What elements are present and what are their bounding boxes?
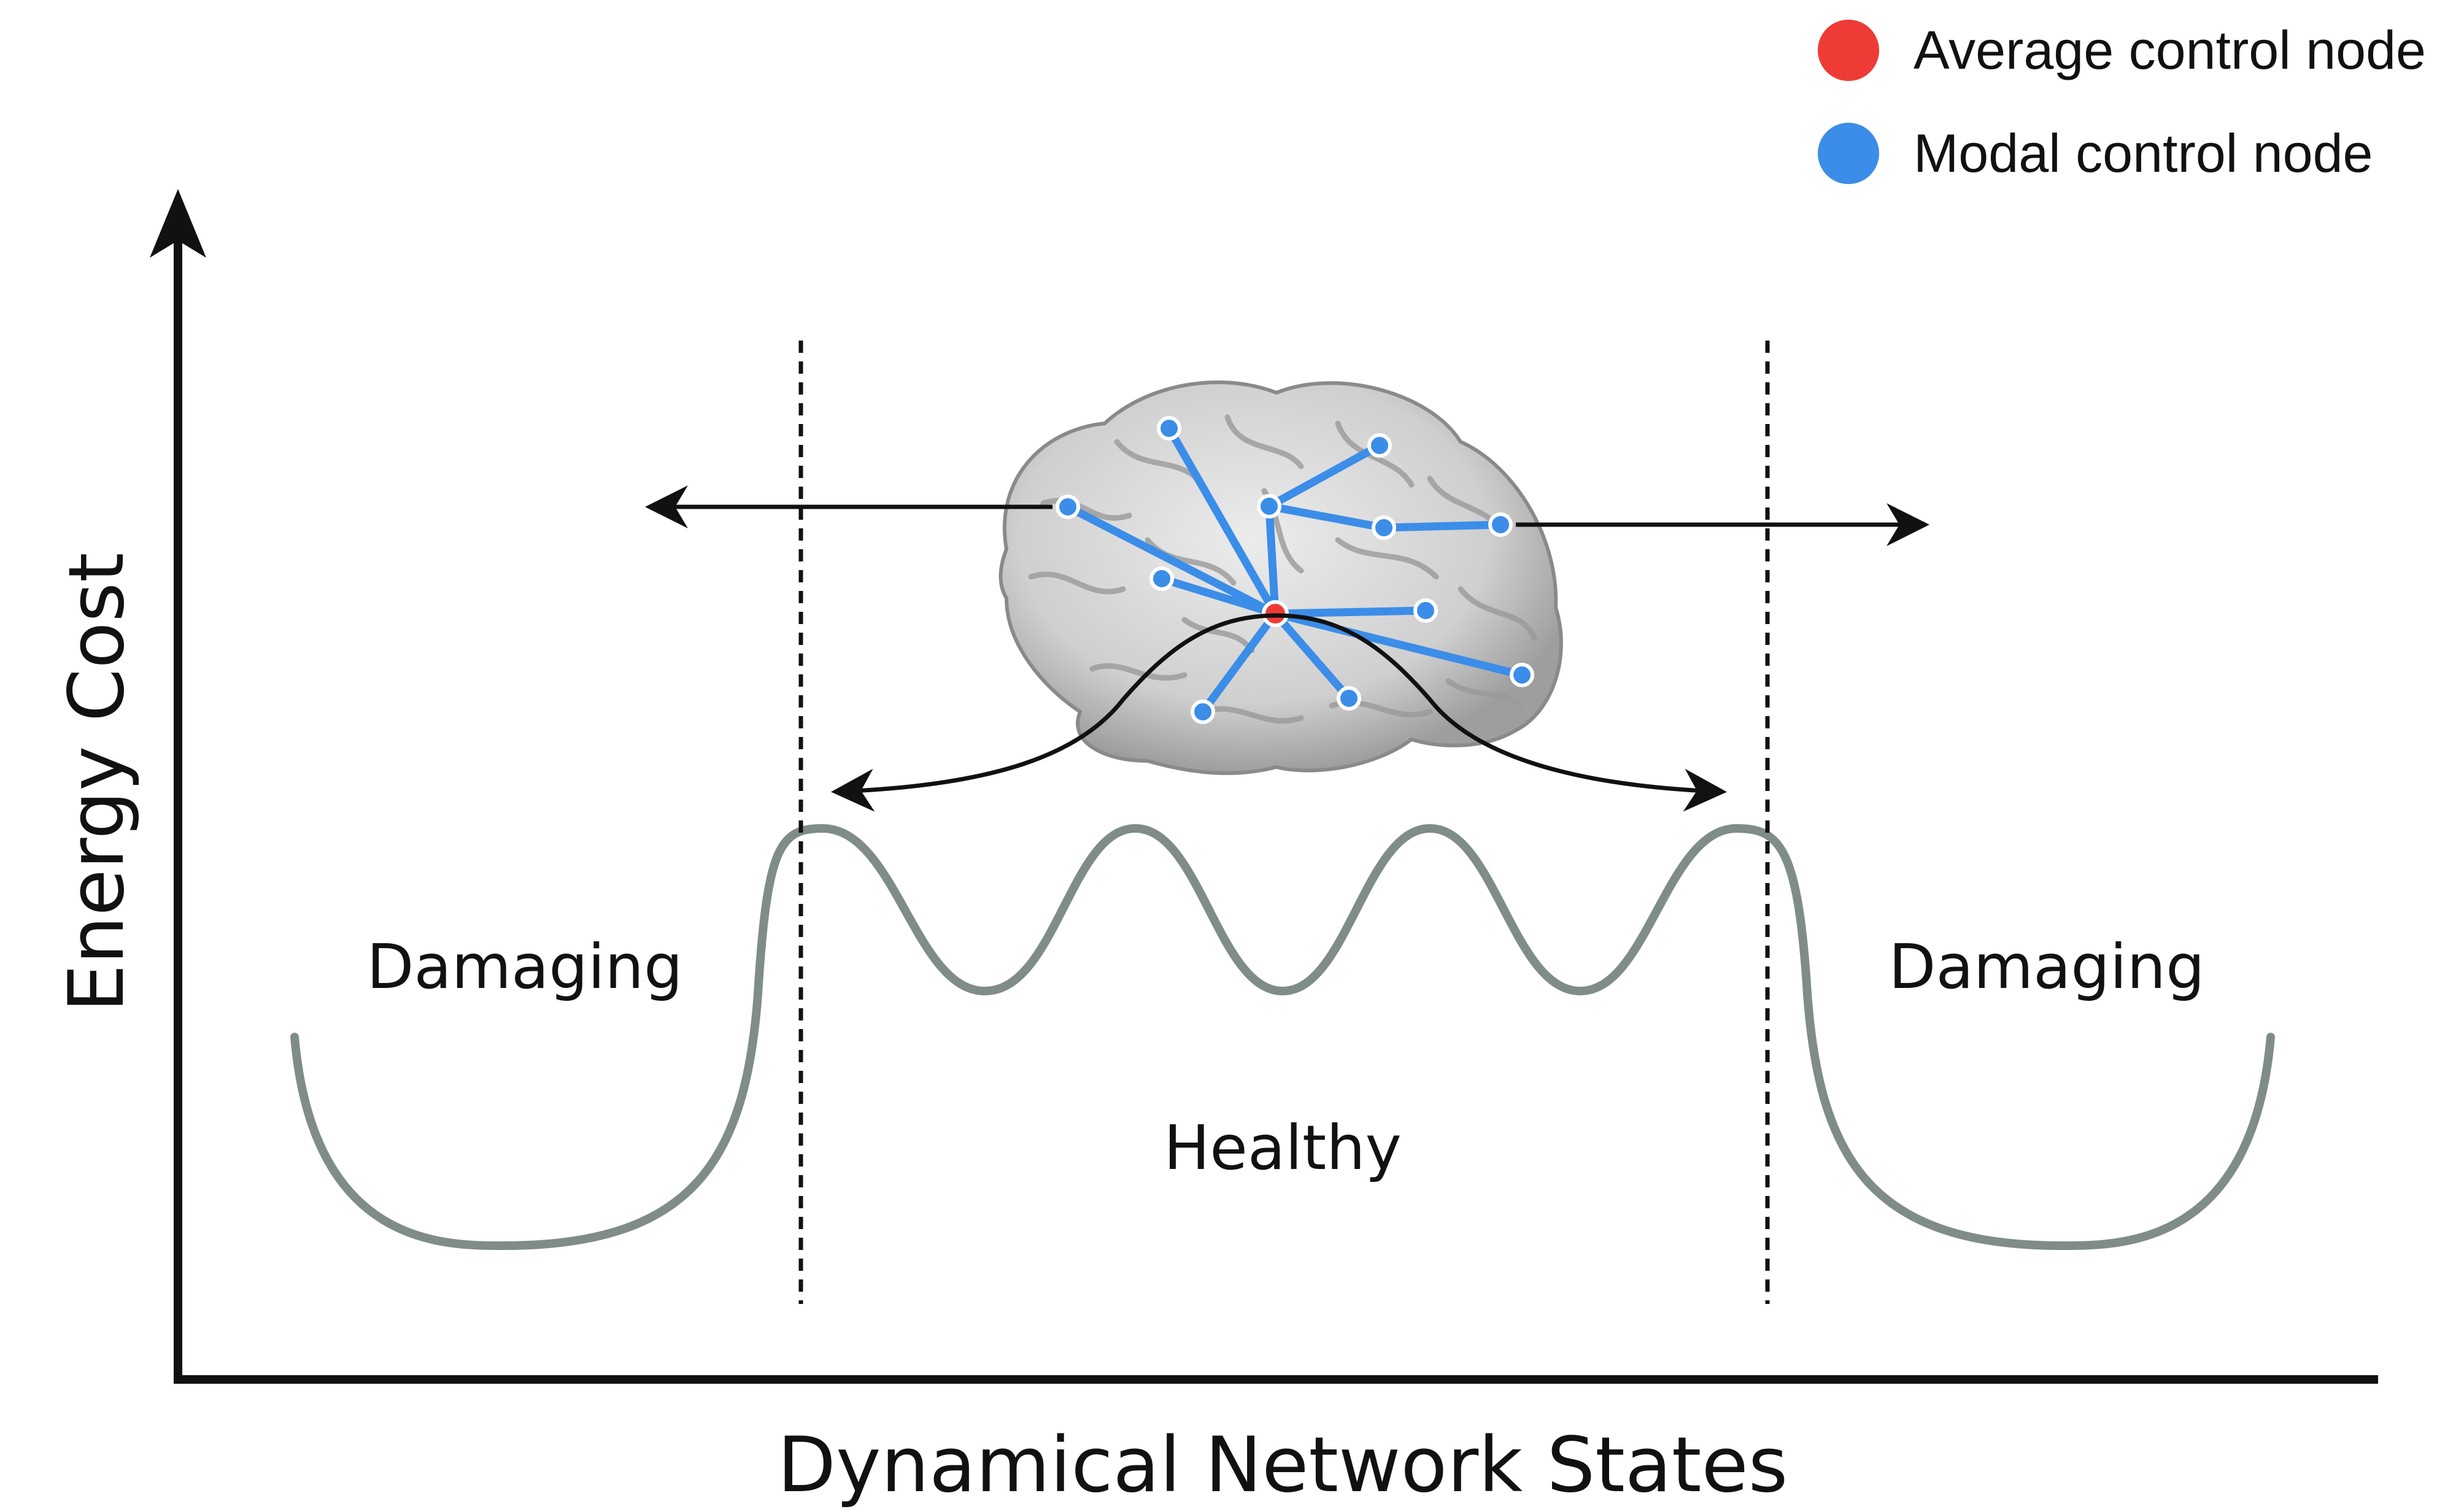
right-region-label: Damaging <box>1888 931 2204 1003</box>
legend-modal-swatch <box>1818 123 1879 184</box>
left-region-label: Damaging <box>366 931 682 1003</box>
legend-modal-label: Modal control node <box>1914 123 2373 183</box>
y-axis-label: Energy Cost <box>53 552 141 1012</box>
modal-node <box>1337 686 1361 711</box>
modal-node <box>1257 494 1281 519</box>
brain-outline <box>998 380 1563 776</box>
healthy-transition-arrow-right <box>1276 613 1727 812</box>
center-region-label: Healthy <box>1164 1112 1402 1184</box>
brain-network-edges <box>1064 424 1526 716</box>
legend-average-swatch <box>1818 20 1879 81</box>
modal-node <box>1191 700 1215 724</box>
modal-node <box>1367 433 1392 458</box>
axes <box>150 189 2378 1384</box>
legend-average-label: Average control node <box>1914 20 2426 80</box>
modal-node <box>1056 495 1080 519</box>
modal-node <box>1488 512 1513 537</box>
modal-node <box>1157 416 1181 441</box>
energy-curve <box>290 824 2275 1251</box>
brain-icon <box>998 380 1563 776</box>
y-axis-arrowhead <box>150 189 206 258</box>
modal-node <box>1372 515 1396 540</box>
modal-node <box>1510 663 1534 687</box>
modal-control-nodes <box>1056 416 1534 724</box>
legend: Average control node Modal control node <box>1818 20 2426 184</box>
modal-node <box>1413 598 1438 623</box>
modal-node <box>1149 566 1174 591</box>
x-axis-label: Dynamical Network States <box>778 1421 1788 1510</box>
healthy-transition-arrow-left <box>831 613 1277 812</box>
transition-arrows <box>645 485 1929 812</box>
